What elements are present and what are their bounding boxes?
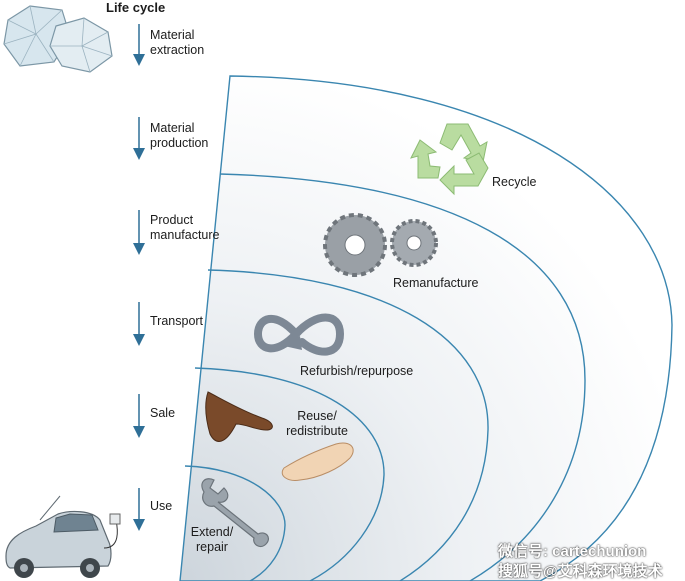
remanufacture-loop-arc [219,173,586,581]
loop-reuse-label: Reuse/ redistribute [286,409,348,438]
diagram-title: Life cycle [106,0,166,15]
loop-recycle-label: Recycle [492,175,537,189]
reuse-loop-arc [194,367,385,581]
stage-use: Use [150,499,173,513]
electric-car-icon [5,495,121,578]
stage-material-extraction: Material extraction [150,28,205,57]
watermark-sohu: 搜狐号@艾科森环境技术 [498,563,663,580]
gear-small-icon [390,219,438,267]
giving-hand-icon [205,391,273,442]
stage-material-production: Material production [150,121,209,150]
stage-transport: Transport [150,314,204,328]
receiving-hand-icon [281,442,354,481]
recycle-icon [410,123,489,196]
stage-product-manufacture: Product manufacture [150,213,220,242]
recycle-loop-arc [179,75,673,581]
wrench-icon [201,478,270,548]
gear-large-icon [323,213,387,277]
refurbish-loop-arc [207,269,489,581]
loop-repair-label: Extend/ repair [190,525,234,554]
stage-sale: Sale [150,406,176,420]
rock-icon [3,5,113,73]
loop-remanufacture-label: Remanufacture [393,276,479,290]
loop-refurbish-label: Refurbish/repurpose [300,364,414,378]
infinity-loop-icon [253,313,345,356]
watermark-wechat: 微信号: cartechunion [498,543,647,560]
repair-loop-arc [184,465,286,581]
